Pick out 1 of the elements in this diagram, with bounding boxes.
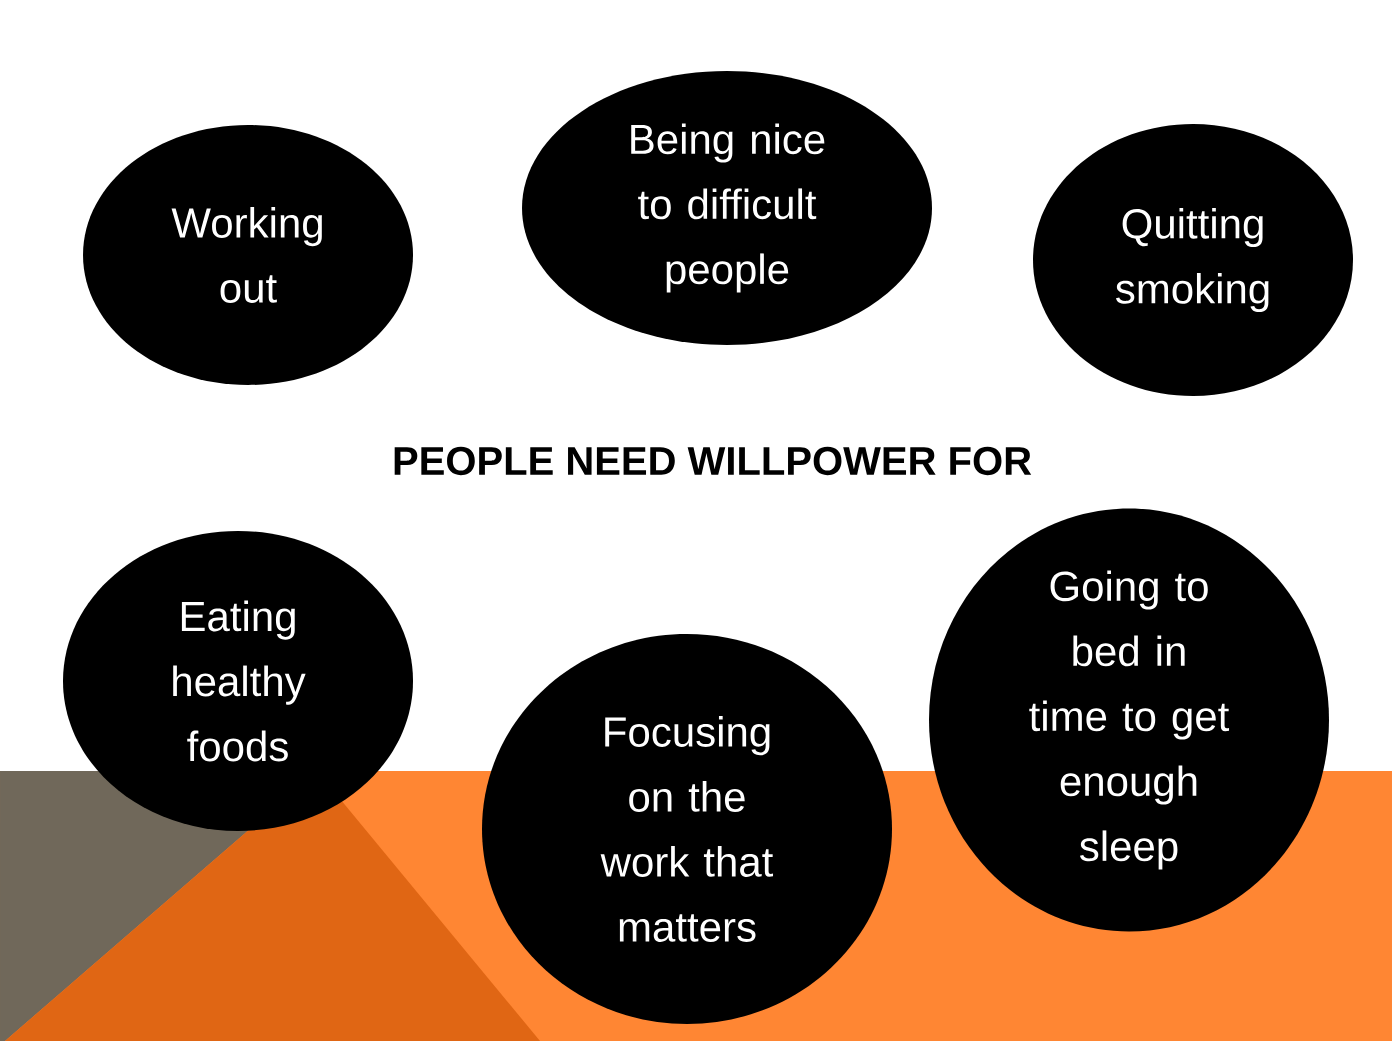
- title: PEOPLE NEED WILLPOWER FOR: [394, 446, 1032, 476]
